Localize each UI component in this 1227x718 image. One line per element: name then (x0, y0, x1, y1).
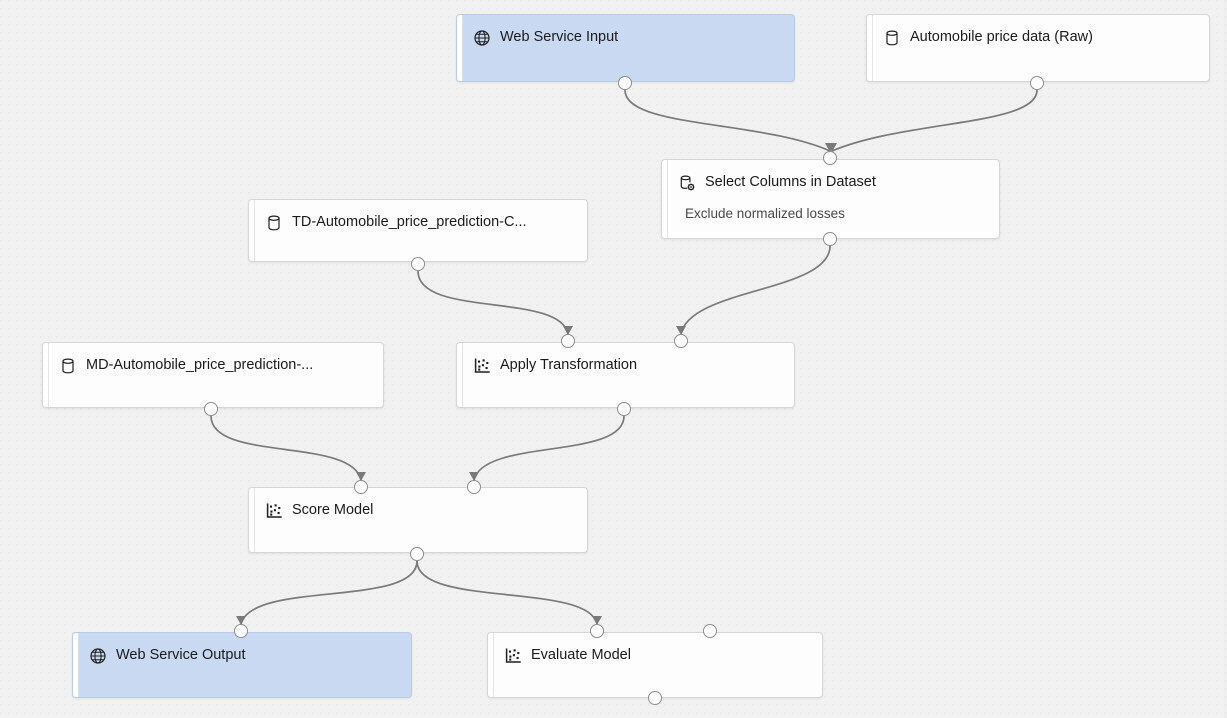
node-automobile-price-data-raw[interactable]: Automobile price data (Raw) (866, 14, 1210, 82)
database-icon (886, 30, 898, 46)
node-header: Web Service Input (473, 28, 784, 47)
node-header: MD-Automobile_price_prediction-... (59, 356, 373, 375)
node-title: Apply Transformation (500, 357, 638, 373)
node-title: MD-Automobile_price_prediction-... (86, 357, 314, 373)
node-td-automobile-price-prediction[interactable]: TD-Automobile_price_prediction-C... (248, 199, 588, 262)
scatter-chart-icon (474, 358, 490, 373)
node-evaluate-model[interactable]: Evaluate Model (487, 632, 823, 698)
port-input-score-model[interactable] (354, 480, 368, 494)
database-icon (268, 215, 280, 231)
node-title: Automobile price data (Raw) (910, 29, 1093, 45)
node-accent-bar (662, 160, 668, 238)
node-header: Evaluate Model (504, 646, 812, 665)
scatter-chart-icon (266, 503, 282, 518)
port-output-web-service-input[interactable] (618, 76, 632, 90)
port-output-score-model[interactable] (410, 547, 424, 561)
node-title: Evaluate Model (531, 647, 631, 663)
node-apply-transformation[interactable]: Apply Transformation (456, 342, 795, 408)
node-score-model[interactable]: Score Model (248, 487, 588, 553)
port-output-evaluate-model[interactable] (648, 691, 662, 705)
node-header: Automobile price data (Raw) (883, 28, 1199, 47)
node-accent-bar (249, 488, 255, 552)
node-title: TD-Automobile_price_prediction-C... (292, 214, 527, 230)
port-input-evaluate-model[interactable] (590, 624, 604, 638)
node-header: TD-Automobile_price_prediction-C... (265, 213, 577, 232)
node-title: Select Columns in Dataset (705, 174, 876, 190)
port-input-web-service-output[interactable] (234, 624, 248, 638)
node-title: Web Service Input (500, 29, 619, 45)
database-gear-icon (680, 175, 695, 191)
node-web-service-input[interactable]: Web Service Input (456, 14, 795, 82)
port-output-automobile-price-data-raw[interactable] (1030, 76, 1044, 90)
node-accent-bar (73, 633, 79, 697)
node-accent-bar (43, 343, 49, 407)
node-header: Select Columns in Dataset (678, 173, 989, 192)
node-title: Score Model (292, 502, 374, 518)
port-input-score-model[interactable] (467, 480, 481, 494)
globe-icon (90, 648, 106, 664)
node-header: Web Service Output (89, 646, 401, 665)
node-header: Score Model (265, 501, 577, 520)
port-input-evaluate-model[interactable] (703, 624, 717, 638)
node-subtitle: Exclude normalized losses (685, 206, 845, 221)
port-input-apply-transformation[interactable] (674, 334, 688, 348)
node-accent-bar (457, 343, 463, 407)
port-output-md-automobile-price-prediction[interactable] (204, 402, 218, 416)
node-accent-bar (488, 633, 494, 697)
node-md-automobile-price-prediction[interactable]: MD-Automobile_price_prediction-... (42, 342, 384, 408)
node-title: Web Service Output (116, 647, 246, 663)
node-accent-bar (249, 200, 255, 261)
node-web-service-output[interactable]: Web Service Output (72, 632, 412, 698)
port-input-apply-transformation[interactable] (561, 334, 575, 348)
database-icon (62, 358, 74, 374)
port-output-select-columns-in-dataset[interactable] (823, 232, 837, 246)
port-output-apply-transformation[interactable] (617, 402, 631, 416)
port-input-select-columns-in-dataset[interactable] (823, 151, 837, 165)
globe-icon (474, 30, 490, 46)
node-accent-bar (867, 15, 873, 81)
node-header: Apply Transformation (473, 356, 784, 375)
port-output-td-automobile-price-prediction[interactable] (411, 257, 425, 271)
scatter-chart-icon (505, 648, 521, 663)
node-accent-bar (457, 15, 463, 81)
